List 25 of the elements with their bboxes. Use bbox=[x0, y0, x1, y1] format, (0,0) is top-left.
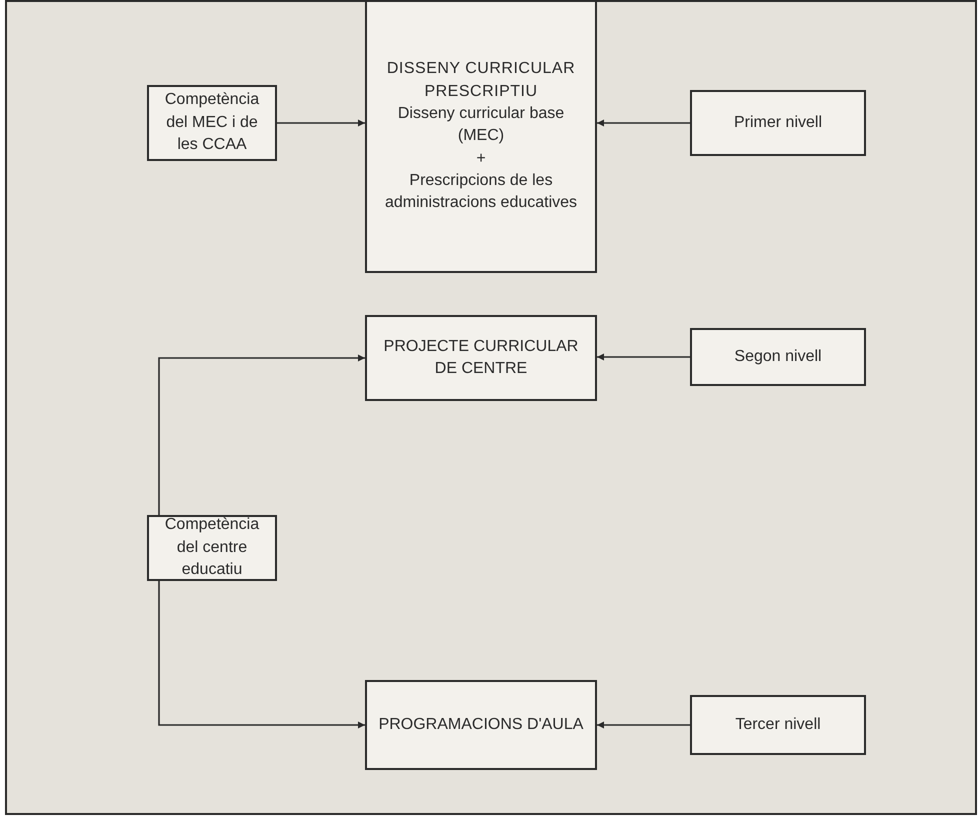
process-box bbox=[690, 90, 866, 156]
arrow bbox=[597, 120, 690, 126]
box-text: Competència del MEC i de les CCAA bbox=[164, 90, 260, 156]
box-text: PROGRAMACIONS D'AULA bbox=[378, 714, 584, 735]
arrow bbox=[158, 354, 365, 515]
process-box bbox=[690, 695, 866, 755]
process-box bbox=[147, 515, 277, 581]
process-box bbox=[365, 0, 597, 273]
box-text: PROJECTE CURRICULAR DE CENTRE bbox=[382, 336, 580, 379]
box-heading: DISSENY CURRICULAR PRESCRIPTIU bbox=[386, 59, 576, 102]
arrow bbox=[277, 120, 365, 126]
arrow bbox=[597, 722, 690, 728]
process-box bbox=[365, 315, 597, 401]
box-text: Segon nivell bbox=[734, 346, 822, 367]
process-box bbox=[690, 328, 866, 386]
box-text: + bbox=[476, 148, 486, 169]
box-text: Prescripcions de les administracions educatives bbox=[384, 171, 578, 214]
box-text: Tercer nivell bbox=[735, 714, 821, 735]
box-text: Competència del centre educatiu bbox=[164, 515, 260, 580]
box-text: Disseny curricular base (MEC) bbox=[396, 104, 566, 146]
process-box bbox=[365, 680, 597, 770]
arrow bbox=[158, 581, 365, 728]
arrow bbox=[597, 354, 690, 360]
box-text: Primer nivell bbox=[734, 112, 822, 133]
process-box bbox=[147, 85, 277, 161]
